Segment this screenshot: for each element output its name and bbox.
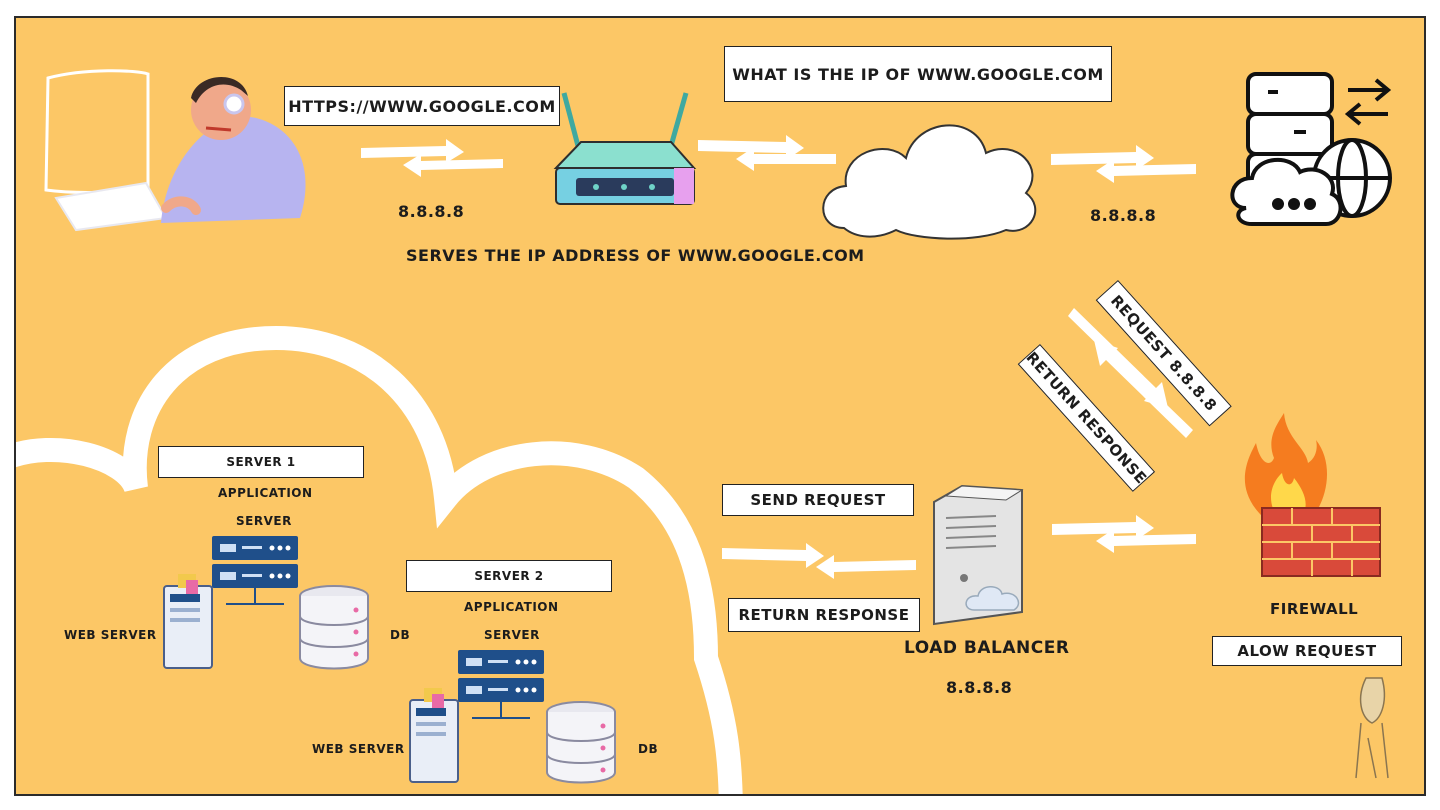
web-server1-label: WEB SERVER [64, 628, 157, 642]
server2-application-label: APPLICATION [464, 600, 559, 614]
database-icon-2 [546, 701, 616, 784]
diagram-graphics [16, 69, 1392, 794]
ip-label-right: 8.8.8.8 [1090, 206, 1157, 225]
database-icon-1 [299, 585, 369, 670]
db2-label: DB [638, 742, 659, 756]
laptop-user-icon [44, 69, 306, 232]
server2-server-label: SERVER [484, 628, 540, 642]
dns-server-icon [1230, 72, 1392, 226]
ip-label-left: 8.8.8.8 [398, 202, 465, 221]
server2-box: SERVER 2 [406, 560, 612, 592]
dns-firewall-arrows [1068, 308, 1193, 438]
web-server2-label: WEB SERVER [312, 742, 405, 756]
firewall-icon [1244, 413, 1381, 577]
user-router-arrows [361, 139, 503, 177]
load-balancer-icon [933, 484, 1024, 626]
router-icon [553, 92, 697, 205]
server-cloud-outline [16, 325, 743, 794]
server1-application-label: APPLICATION [218, 486, 313, 500]
send-request-box: SEND REQUEST [722, 484, 914, 516]
server1-server-label: SERVER [236, 514, 292, 528]
lb-servers-arrows [722, 543, 916, 579]
cloud-dns-arrows [1051, 145, 1196, 183]
url-box: HTTPS://WWW.GOOGLE.COM [284, 86, 560, 126]
serves-ip-label: SERVES THE IP ADDRESS OF WWW.GOOGLE.COM [406, 246, 865, 265]
app-server-icon-2 [458, 650, 544, 719]
app-server-icon-1 [212, 536, 298, 605]
dns-query-box: WHAT IS THE IP OF WWW.GOOGLE.COM [724, 46, 1112, 102]
web-server-icon-1 [163, 574, 213, 669]
cloud-icon [822, 124, 1037, 240]
router-cloud-arrows [698, 135, 836, 171]
groot-sketch-icon [1355, 677, 1389, 779]
server1-box: SERVER 1 [158, 446, 364, 478]
allow-request-box: ALOW REQUEST [1212, 636, 1402, 666]
return-response-box: RETURN RESPONSE [728, 598, 920, 632]
diagram-board: HTTPS://WWW.GOOGLE.COM WHAT IS THE IP OF… [14, 16, 1426, 796]
load-balancer-ip-label: 8.8.8.8 [946, 678, 1013, 697]
load-balancer-label: LOAD BALANCER [904, 638, 1070, 658]
firewall-label: FIREWALL [1270, 600, 1359, 618]
lb-firewall-arrows [1052, 515, 1196, 553]
db1-label: DB [390, 628, 411, 642]
web-server-icon-2 [409, 688, 459, 783]
